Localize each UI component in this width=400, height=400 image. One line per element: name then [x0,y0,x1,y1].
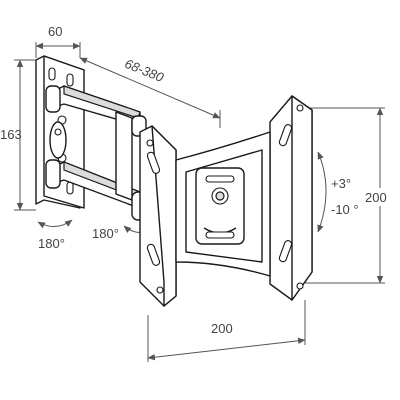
articulating-arm [45,85,155,221]
dim-extension: 68-380 [79,56,221,128]
tilt-indicator: +3° -10 ° [317,151,359,233]
dim-extension-label: 68-380 [123,56,167,85]
swivel-wall-indicator: 180° [37,219,73,251]
swivel-wall-label: 180° [38,236,65,251]
dim-depth: 60 [35,24,81,58]
dim-vesa-vertical-label: 200 [365,190,387,205]
dim-vesa-vertical: 200 [305,107,396,284]
vesa-bracket [139,95,313,307]
tilt-down-label: -10 ° [331,202,359,217]
dim-depth-label: 60 [48,24,62,39]
swivel-arm-label: 180° [92,226,119,241]
dim-height: 163 [0,59,36,211]
dim-height-label: 163 [0,127,22,142]
tilt-up-label: +3° [331,176,351,191]
dim-vesa-horizontal-label: 200 [211,321,233,336]
dim-vesa-horizontal: 200 [147,300,306,362]
